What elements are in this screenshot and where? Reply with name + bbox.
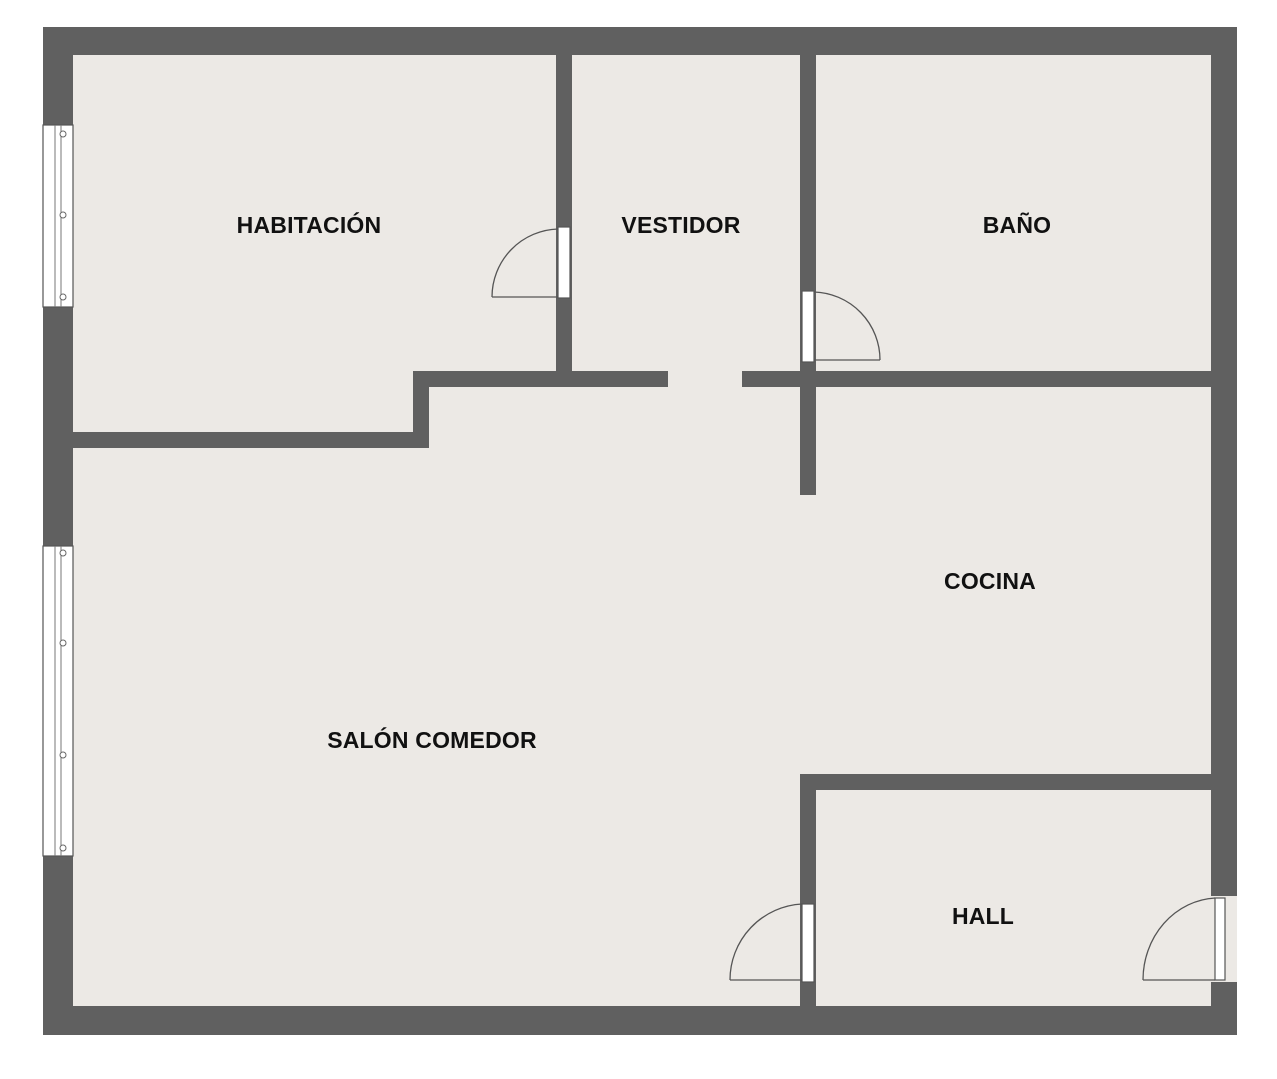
floor-habitacion [73, 55, 556, 432]
window-habitacion [42, 124, 74, 308]
door-entrance-swing [1142, 897, 1216, 981]
room-label-bano: BAÑO [983, 211, 1052, 238]
floor-bano [816, 55, 1211, 371]
room-label-salon: SALÓN COMEDOR [327, 726, 537, 753]
wall-entrance-below [1211, 982, 1237, 1035]
wall-hall-top [800, 774, 1211, 790]
door-hall-swing [729, 903, 803, 981]
wall-habitacion-vestidor-top [556, 55, 572, 227]
wall-vestidor-bottom [413, 371, 668, 387]
floor-corridor-gap [668, 370, 742, 388]
wall-habitacion-vestidor-bottom [556, 298, 572, 378]
floor-salon-cocina [73, 387, 1211, 1006]
wall-habitacion-bottom [73, 432, 429, 448]
room-label-habitacion: HABITACIÓN [237, 211, 382, 238]
window-salon [42, 545, 74, 857]
wall-hall-left-bottom [800, 982, 816, 1012]
door-opening-bano [801, 290, 815, 363]
floor-vestidor [572, 55, 800, 371]
wall-habitacion-step [413, 371, 429, 448]
floor-hall [816, 790, 1211, 1006]
wall-hall-left-top [800, 774, 816, 904]
door-bano-swing [813, 291, 881, 361]
door-opening-hall [801, 903, 815, 983]
room-label-hall: HALL [952, 903, 1014, 929]
room-label-vestidor: VESTIDOR [621, 212, 740, 238]
wall-vestidor-bano [800, 55, 816, 291]
door-habitacion-swing [491, 228, 559, 298]
door-opening-entrance-leaf [1214, 897, 1226, 981]
wall-bano-cocina [742, 371, 1211, 387]
door-opening-habitacion [557, 226, 571, 299]
wall-cocina-stub [800, 362, 816, 495]
room-label-cocina: COCINA [944, 568, 1036, 594]
